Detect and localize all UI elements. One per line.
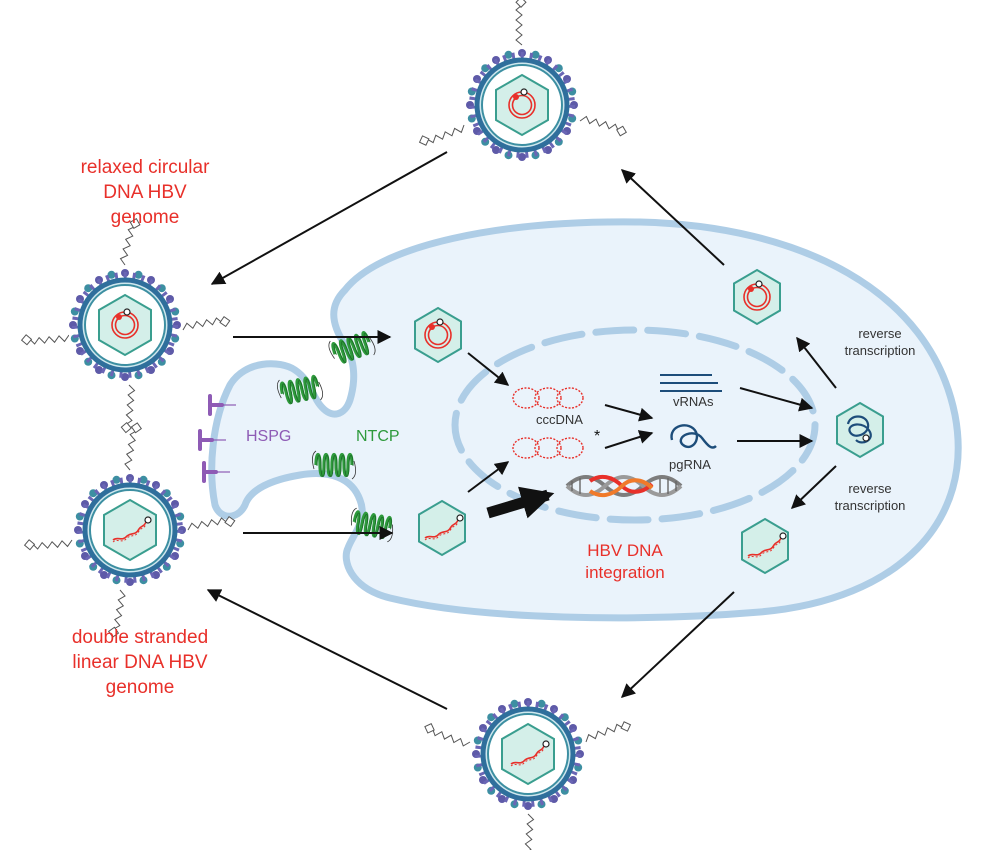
arrow-ccc-to-pgrna <box>604 430 654 449</box>
virion-icon <box>23 421 237 639</box>
virion-icon <box>417 0 629 162</box>
nucleus-envelope <box>451 326 819 524</box>
pgrna-icon <box>670 424 717 449</box>
virion-icon <box>422 697 633 850</box>
arrow-assembly-to-rc <box>796 336 837 389</box>
vrnas-label: vRNAs <box>673 394 714 409</box>
arrow-rc-release <box>620 169 725 266</box>
cccdna-asterisk: * <box>594 428 601 445</box>
integration-dna-icon <box>565 474 683 498</box>
ds-genome-label: double stranded linear DNA HBV genome <box>71 627 209 698</box>
arrow-vrna-to-assembly <box>739 387 814 412</box>
integration-label: HBV DNA integration <box>585 541 665 582</box>
arrow-integration <box>486 486 555 519</box>
hspg-label: HSPG <box>246 428 292 445</box>
arrow-release-top-left <box>210 151 448 285</box>
ntcp-label: NTCP <box>356 428 400 445</box>
pgrna-label: pgRNA <box>669 457 711 472</box>
arrow-dsl-to-ccc <box>467 461 510 493</box>
rc-genome-label: relaxed circular DNA HBV genome <box>80 157 210 228</box>
arrow-release-bottom-left <box>206 589 448 710</box>
arrow-ccc-to-vrna <box>604 404 654 422</box>
reverse-transcription-bottom-label: reverse transcription <box>834 481 906 513</box>
arrow-assembly-to-dsl <box>790 465 837 509</box>
arrow-dsl-release <box>620 591 735 698</box>
cccdna-label: cccDNA <box>536 412 583 427</box>
arrow-capsid-to-ccc <box>467 352 510 386</box>
vrna-icon <box>660 374 722 392</box>
reverse-transcription-top-label: reverse transcription <box>844 326 916 358</box>
virion-icon <box>20 216 232 434</box>
capsid-icon <box>836 401 884 459</box>
